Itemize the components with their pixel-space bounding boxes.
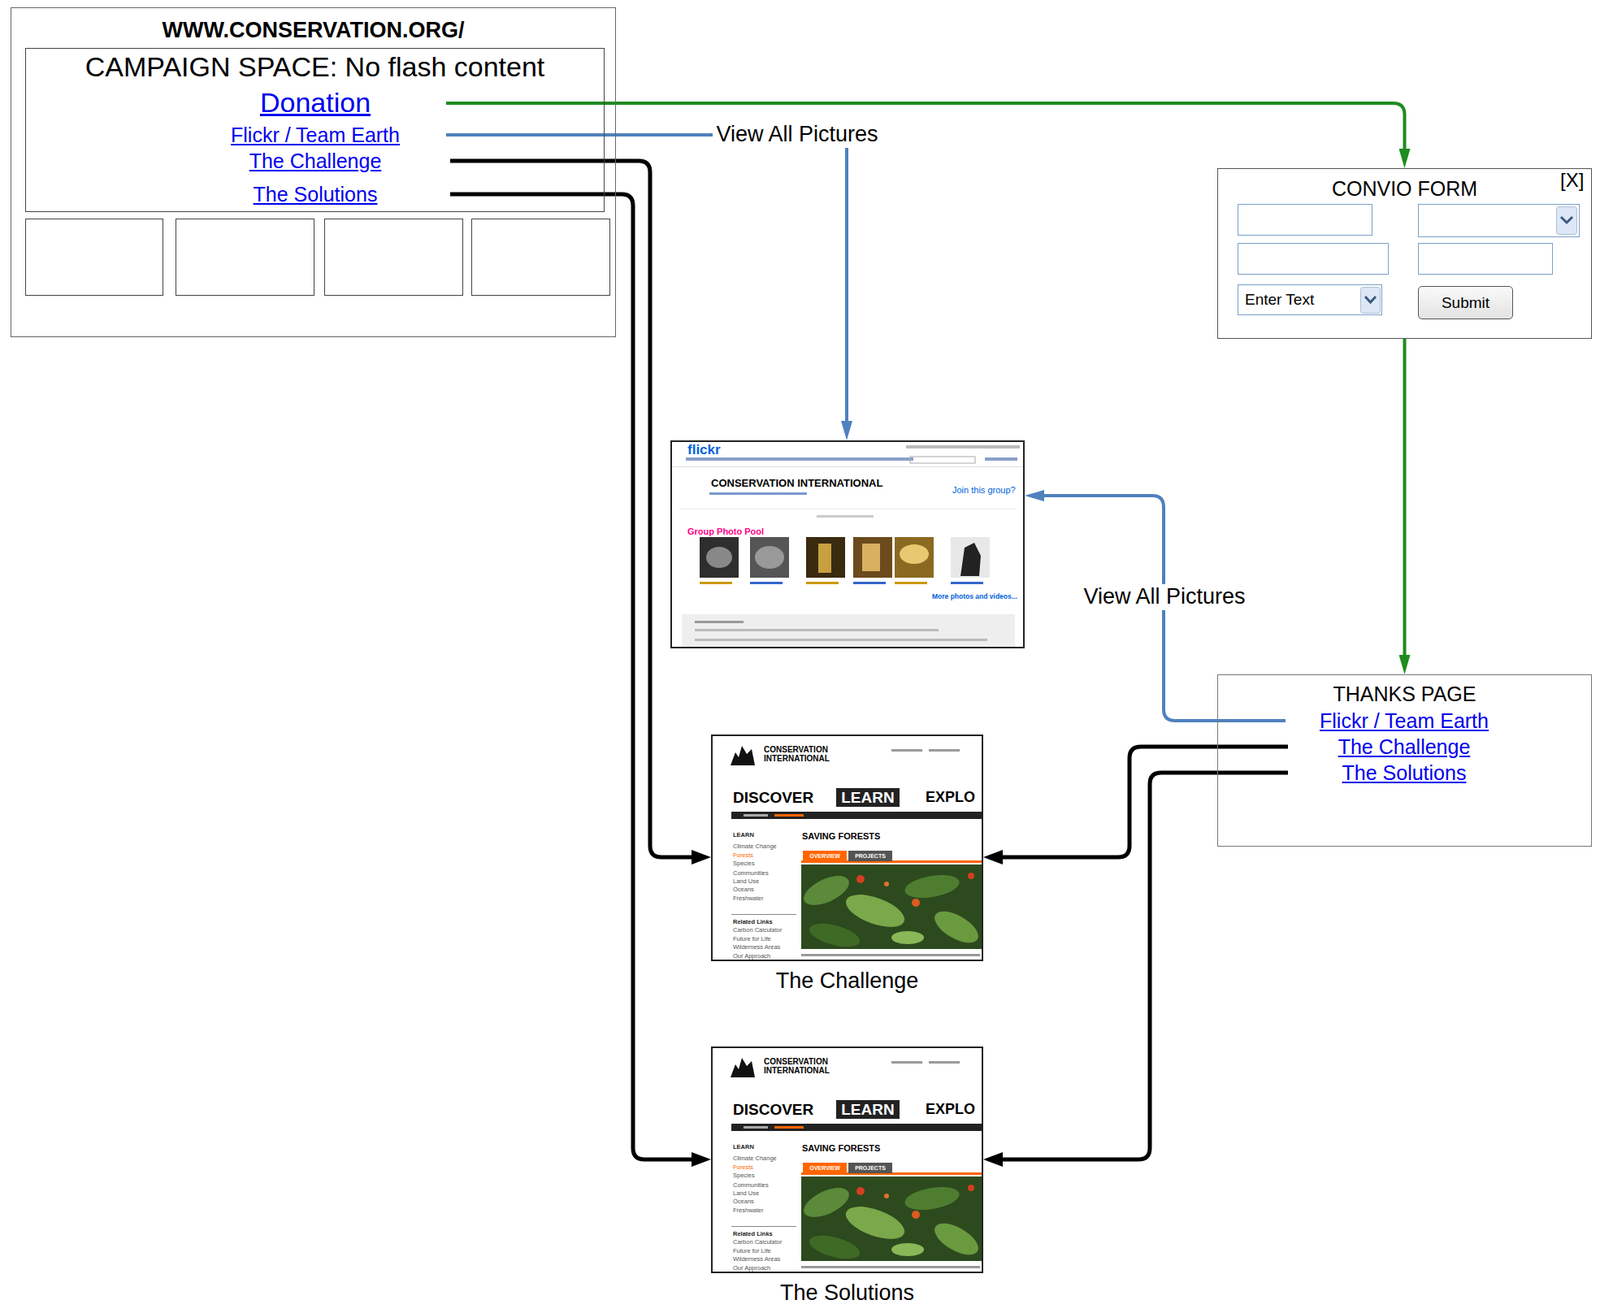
text-link: The Challenge	[1287, 733, 1521, 761]
node-text: Climate Change	[732, 843, 777, 850]
node-text: More photos and videos...	[932, 593, 1018, 602]
node-text: The Solutions	[780, 1280, 915, 1306]
node-text: PROJECTS	[848, 850, 893, 862]
link-text: Donation	[260, 86, 371, 119]
node-text: Land Use	[732, 1190, 759, 1197]
text-link: Flickr / Team Earth	[1285, 707, 1523, 735]
thanks-page: THANKS PAGEFlickr / Team EarthThe Challe…	[1217, 674, 1592, 847]
site-frame: WWW.CONSERVATION.ORG/CAMPAIGN SPACE: No …	[10, 7, 616, 338]
flickr-screenshot: flickrCONSERVATION INTERNATIONAL Join thi…	[670, 440, 1025, 649]
text-link: The Solutions	[1287, 759, 1521, 787]
connector	[1032, 495, 1286, 721]
web-page-art	[730, 1057, 984, 1269]
link-text: The Solutions	[1342, 761, 1467, 785]
node-text: Freshwater	[732, 895, 764, 902]
text-link: Flickr / Team Earth	[184, 121, 447, 149]
submit-button: Submit	[1417, 286, 1514, 320]
node-text: Wilderness Areas	[732, 944, 781, 951]
edge-label: View All Pictures	[712, 121, 881, 148]
node-text: Related Links	[732, 1231, 773, 1238]
node-text: CONSERVATION INTERNATIONAL	[763, 745, 833, 764]
node-text: Oceans	[732, 886, 755, 894]
node-text: CONSERVATION INTERNATIONAL	[763, 1057, 833, 1076]
web-page-art	[730, 745, 984, 957]
connector	[991, 772, 1288, 1160]
form-panel: CONVIO FORM [X] Enter Text Submit	[1217, 168, 1592, 339]
node-text: PROJECTS	[848, 1162, 893, 1174]
node-text: Enter Text	[1244, 290, 1314, 309]
node-text: CONSERVATION INTERNATIONAL	[711, 477, 883, 490]
link-text: The Challenge	[1338, 735, 1471, 759]
edge-label: View All Pictures	[1079, 584, 1249, 610]
node-text: Forests	[732, 852, 754, 859]
node-text: EXPLO	[925, 789, 976, 807]
page-screenshot: CONSERVATION INTERNATIONAL DISCOVER LEARN E…	[711, 1046, 984, 1274]
node-text: WWW.CONSERVATION.ORG/	[162, 17, 465, 44]
node-text: LEARN	[836, 788, 900, 807]
node-text: Species	[732, 860, 755, 868]
node-text: Submit	[1441, 294, 1490, 313]
node-text: Forests	[732, 1164, 754, 1171]
campaign-box: CAMPAIGN SPACE: No flash contentDonation…	[25, 47, 605, 213]
connector	[450, 194, 703, 1160]
node-text: SAVING FORESTS	[802, 1143, 881, 1154]
node-text: Join this group?	[952, 485, 1016, 496]
node-text: The Challenge	[776, 968, 920, 994]
form-inputs	[1238, 204, 1580, 314]
connector	[1403, 338, 1407, 667]
node-text: OVERVIEW	[802, 850, 847, 862]
node-text: CONVIO FORM	[1331, 177, 1478, 201]
link-text: Flickr / Team Earth	[230, 123, 400, 148]
node-text: Carbon Calculator	[732, 1239, 782, 1246]
node-text: LEARN	[732, 1144, 755, 1151]
node-text: THANKS PAGE	[1333, 682, 1477, 707]
connector	[446, 103, 1405, 161]
node-text: Our Approach	[732, 953, 771, 960]
link-text: The Solutions	[253, 182, 378, 207]
connector	[991, 746, 1288, 858]
node-text: DISCOVER	[732, 1101, 814, 1119]
node-text: Freshwater	[732, 1207, 764, 1215]
connector	[450, 160, 703, 858]
text-link: Donation	[184, 85, 447, 121]
node-text: Future for Life	[732, 936, 772, 943]
node-text: Related Links	[732, 919, 773, 926]
node-text: flickr	[687, 442, 721, 459]
node-text: Oceans	[732, 1198, 755, 1206]
node-text: Communities	[732, 870, 769, 877]
link-text: The Challenge	[249, 149, 382, 174]
node-text: LEARN	[836, 1100, 900, 1119]
link-text: Flickr / Team Earth	[1319, 709, 1489, 733]
node-text: Future for Life	[732, 1248, 772, 1255]
node-text: Group Photo Pool	[687, 526, 764, 538]
node-text: LEARN	[732, 832, 755, 839]
node-text: Carbon Calculator	[732, 927, 782, 934]
thumbnail-slots	[26, 219, 611, 296]
page-screenshot: CONSERVATION INTERNATIONAL DISCOVER LEARN E…	[711, 734, 984, 962]
text-link: The Challenge	[180, 147, 451, 175]
node-text: Our Approach	[732, 1265, 771, 1272]
flickr-page-art	[672, 445, 1024, 647]
node-text: Land Use	[732, 878, 759, 885]
node-text: OVERVIEW	[802, 1162, 847, 1174]
node-text: DISCOVER	[732, 789, 814, 807]
node-text: Communities	[732, 1182, 769, 1189]
node-text: EXPLO	[925, 1101, 976, 1119]
node-text: Climate Change	[732, 1155, 777, 1163]
node-text: Wilderness Areas	[732, 1256, 781, 1263]
text-link: The Solutions	[180, 181, 451, 209]
node-text: CAMPAIGN SPACE: No flash content	[85, 51, 546, 83]
node-text: SAVING FORESTS	[802, 831, 881, 842]
node-text: [X]	[1560, 169, 1584, 192]
connector	[446, 134, 847, 433]
node-text: Species	[732, 1172, 755, 1180]
select-field: Enter Text	[1237, 284, 1383, 316]
